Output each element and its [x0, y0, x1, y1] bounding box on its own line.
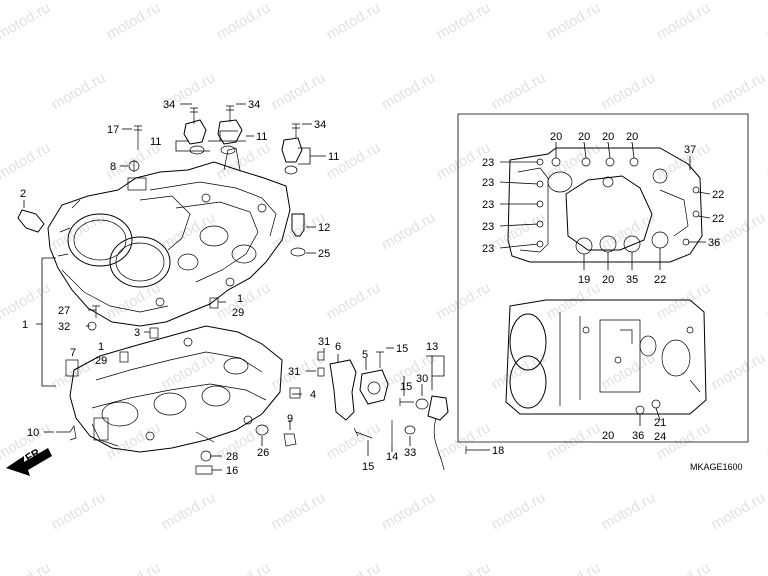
- callout-10: 10: [27, 427, 39, 439]
- inset-bore-2: [509, 355, 547, 409]
- callout-19: 19: [578, 274, 590, 286]
- callout-31: 31: [288, 366, 300, 378]
- diagram-code: MKAGE1600: [690, 462, 743, 472]
- callout-30: 30: [416, 373, 428, 385]
- callout-7: 7: [70, 347, 76, 359]
- callout-23: 23: [482, 221, 494, 233]
- callout-3: 3: [134, 327, 140, 339]
- callout-35: 35: [626, 274, 638, 286]
- callout-23: 23: [482, 177, 494, 189]
- leader-lines-right: [499, 141, 711, 426]
- callout-37: 37: [684, 144, 696, 156]
- callout-36: 36: [632, 430, 644, 442]
- callout-23: 23: [482, 157, 494, 169]
- callout-8: 8: [110, 161, 116, 173]
- callout-11: 11: [150, 136, 161, 148]
- cylinder-bore-1: [67, 213, 133, 267]
- callout-5: 5: [362, 349, 368, 361]
- callout-29: 29: [232, 307, 244, 319]
- callout-32: 32: [58, 321, 70, 333]
- callout-26: 26: [257, 447, 269, 459]
- callout-20: 20: [550, 131, 562, 143]
- callouts-left: 34 34 34 17 11 11 11 8 2 12 25 1 27 32 3…: [20, 99, 504, 477]
- callout-36: 36: [708, 237, 720, 249]
- cylinder-bore-2: [109, 236, 171, 288]
- callout-25: 25: [318, 248, 330, 260]
- callout-27: 27: [58, 305, 70, 317]
- callout-34: 34: [163, 99, 175, 111]
- callout-29: 29: [95, 355, 107, 367]
- callout-14: 14: [386, 451, 398, 463]
- callout-23: 23: [482, 243, 494, 255]
- callouts-inset: 20 20 20 20 37 23 23 23 23 23 22 22 36 1…: [482, 131, 724, 443]
- callout-22: 22: [654, 274, 666, 286]
- callout-16: 16: [226, 465, 238, 477]
- callout-4: 4: [310, 389, 316, 401]
- leader-lines-left: [23, 103, 490, 471]
- callout-15: 15: [400, 381, 412, 393]
- inset-lower-case-view: [505, 299, 707, 415]
- callout-20: 20: [602, 430, 614, 442]
- callout-23: 23: [482, 199, 494, 211]
- callout-20: 20: [626, 131, 638, 143]
- callout-31: 31: [318, 336, 330, 348]
- inset-view-frame: [457, 113, 749, 443]
- callout-28: 28: [226, 451, 238, 463]
- callout-22: 22: [712, 189, 724, 201]
- callout-13: 13: [426, 341, 438, 353]
- upper-crankcase: [47, 147, 291, 327]
- callout-15: 15: [362, 461, 374, 473]
- callout-15: 15: [396, 343, 408, 355]
- front-direction-arrow: FR.: [6, 445, 52, 476]
- callout-34: 34: [248, 99, 260, 111]
- callout-6: 6: [335, 341, 341, 353]
- callout-9: 9: [287, 413, 293, 425]
- callout-1: 1: [237, 293, 243, 305]
- callout-11: 11: [256, 131, 267, 143]
- callout-1: 1: [98, 341, 104, 353]
- callout-12: 12: [318, 222, 330, 234]
- callout-18: 18: [492, 445, 504, 457]
- callout-11: 11: [328, 151, 339, 163]
- inset-upper-case-view: [507, 147, 703, 263]
- callout-33: 33: [404, 447, 416, 459]
- callout-17: 17: [107, 124, 119, 136]
- callout-34: 34: [314, 119, 326, 131]
- callout-20: 20: [602, 274, 614, 286]
- inset-bore-1: [509, 313, 547, 371]
- callout-2: 2: [20, 188, 26, 200]
- callout-20: 20: [578, 131, 590, 143]
- callout-1: 1: [22, 319, 28, 331]
- small-parts-left: [17, 105, 480, 475]
- callout-22: 22: [712, 213, 724, 225]
- callout-20: 20: [602, 131, 614, 143]
- lower-crankcase: [69, 325, 283, 453]
- callout-24: 24: [654, 431, 666, 443]
- callout-21: 21: [654, 417, 666, 429]
